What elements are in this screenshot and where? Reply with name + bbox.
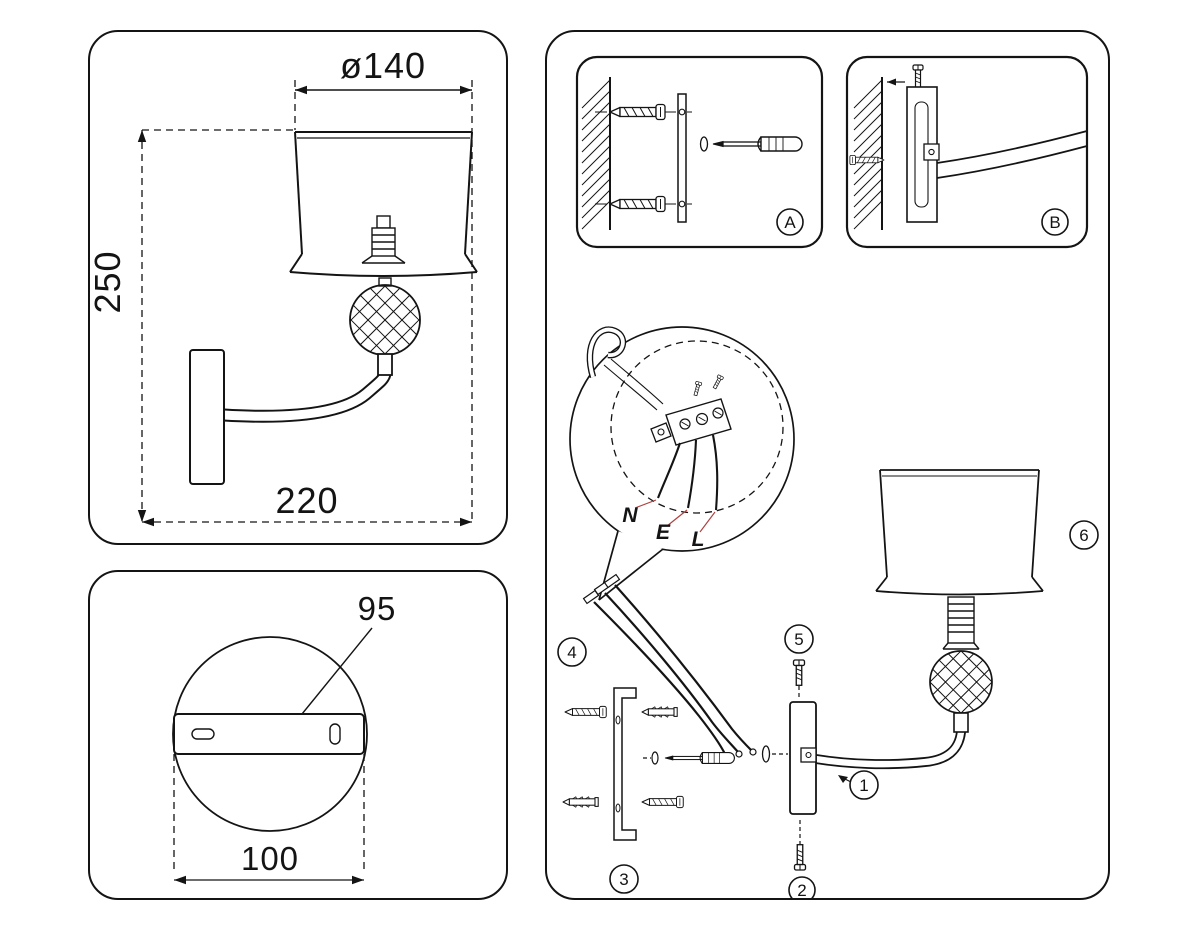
dimension-extension-lines (137, 80, 473, 527)
lampshade (875, 469, 1044, 596)
part-5-badge (784, 624, 814, 654)
arm-lower-line (936, 145, 1088, 179)
screw-icon (793, 844, 807, 871)
step-b-box: B (845, 55, 1089, 249)
terminal-screw-icon (692, 380, 703, 397)
part-3-label: 3 (619, 870, 628, 889)
lamp-socket (361, 215, 406, 264)
wire-labels: N E L (622, 499, 716, 551)
wall-anchor-icon (641, 706, 678, 718)
part-1-badge (849, 770, 879, 800)
plate-slot-right (329, 723, 341, 745)
part-1-label: 1 (859, 776, 868, 795)
part-4-badge (557, 637, 587, 667)
arrow-to-arm (838, 775, 848, 783)
step-a-badge (776, 208, 804, 236)
bottom-view-drawing: 95 100 (172, 590, 397, 885)
wire-label-live: L (692, 528, 705, 551)
wiring-detail-bubble: N E L (569, 326, 795, 601)
step-b-label: B (1049, 213, 1060, 232)
arrow-left (887, 78, 896, 86)
part-wires: 4 (557, 573, 788, 763)
base-bottom-view-panel: 95 100 (88, 570, 508, 900)
base-drawing (172, 627, 373, 832)
set-screw-boss (923, 143, 940, 161)
screw-head (699, 136, 709, 152)
part-6-label: 6 (1079, 526, 1088, 545)
dimension-depth-label: 220 (275, 480, 338, 521)
detail-circle (610, 340, 784, 514)
screw-icon (641, 795, 684, 809)
wall-plate (189, 349, 225, 485)
screw-icon (564, 705, 607, 719)
step-a-label: A (784, 213, 796, 232)
step-b-badge (1041, 208, 1069, 236)
mounting-bracket (613, 687, 637, 841)
set-screw-boss (800, 747, 817, 763)
part-6-badge (1069, 520, 1099, 550)
arm-neck (953, 712, 969, 733)
lamp-arm (815, 731, 966, 770)
screw-icon (792, 659, 806, 686)
wall-lamp-side-drawing (189, 131, 478, 485)
part-bracket-fixings: 3 (562, 687, 735, 894)
cable-hook (586, 326, 627, 378)
dimension-diameter-label: ø140 (340, 45, 426, 86)
arm-upper-line (936, 130, 1088, 164)
crystal-ball (929, 650, 993, 714)
dimension-plate-label: 95 (358, 590, 397, 627)
terminal-block (650, 374, 732, 511)
part-2-label: 2 (797, 881, 806, 900)
wall-anchor-icon (562, 796, 599, 808)
part-5-label: 5 (794, 630, 803, 649)
side-view-dimension-panel: ø140 250 220 (88, 30, 508, 545)
lamp-assembly-drawing (789, 469, 1044, 815)
wire-label-neutral: N (622, 504, 638, 527)
part-4-label: 4 (567, 643, 576, 662)
base-dimension-lines (173, 754, 365, 885)
wire-label-earth: E (656, 521, 671, 544)
part-3-badge (609, 864, 639, 894)
screwdriver-icon (664, 751, 735, 765)
part-2-badge (788, 876, 816, 898)
dimension-base-label: 100 (241, 840, 299, 877)
terminal-screw-icon (711, 374, 725, 390)
screw-head (651, 751, 659, 765)
mounting-bar (677, 93, 687, 223)
mounting-plate (173, 713, 365, 755)
lamp-socket (942, 596, 980, 650)
step-a-box: A (575, 55, 824, 249)
dimension-height-label: 250 (90, 250, 128, 313)
crystal-ball (349, 284, 421, 356)
lampshade (289, 131, 478, 277)
installation-panel: A B (545, 30, 1110, 900)
screw-head (761, 745, 771, 763)
side-view-drawing: ø140 250 220 (90, 45, 478, 527)
installation-drawing: A B (557, 55, 1099, 900)
leader-line (301, 627, 373, 715)
arm-neck (377, 353, 393, 376)
plate-slot-left (191, 728, 215, 740)
part-wall-plate-group: 5 2 1 (784, 624, 879, 900)
lamp-arm (223, 372, 392, 423)
